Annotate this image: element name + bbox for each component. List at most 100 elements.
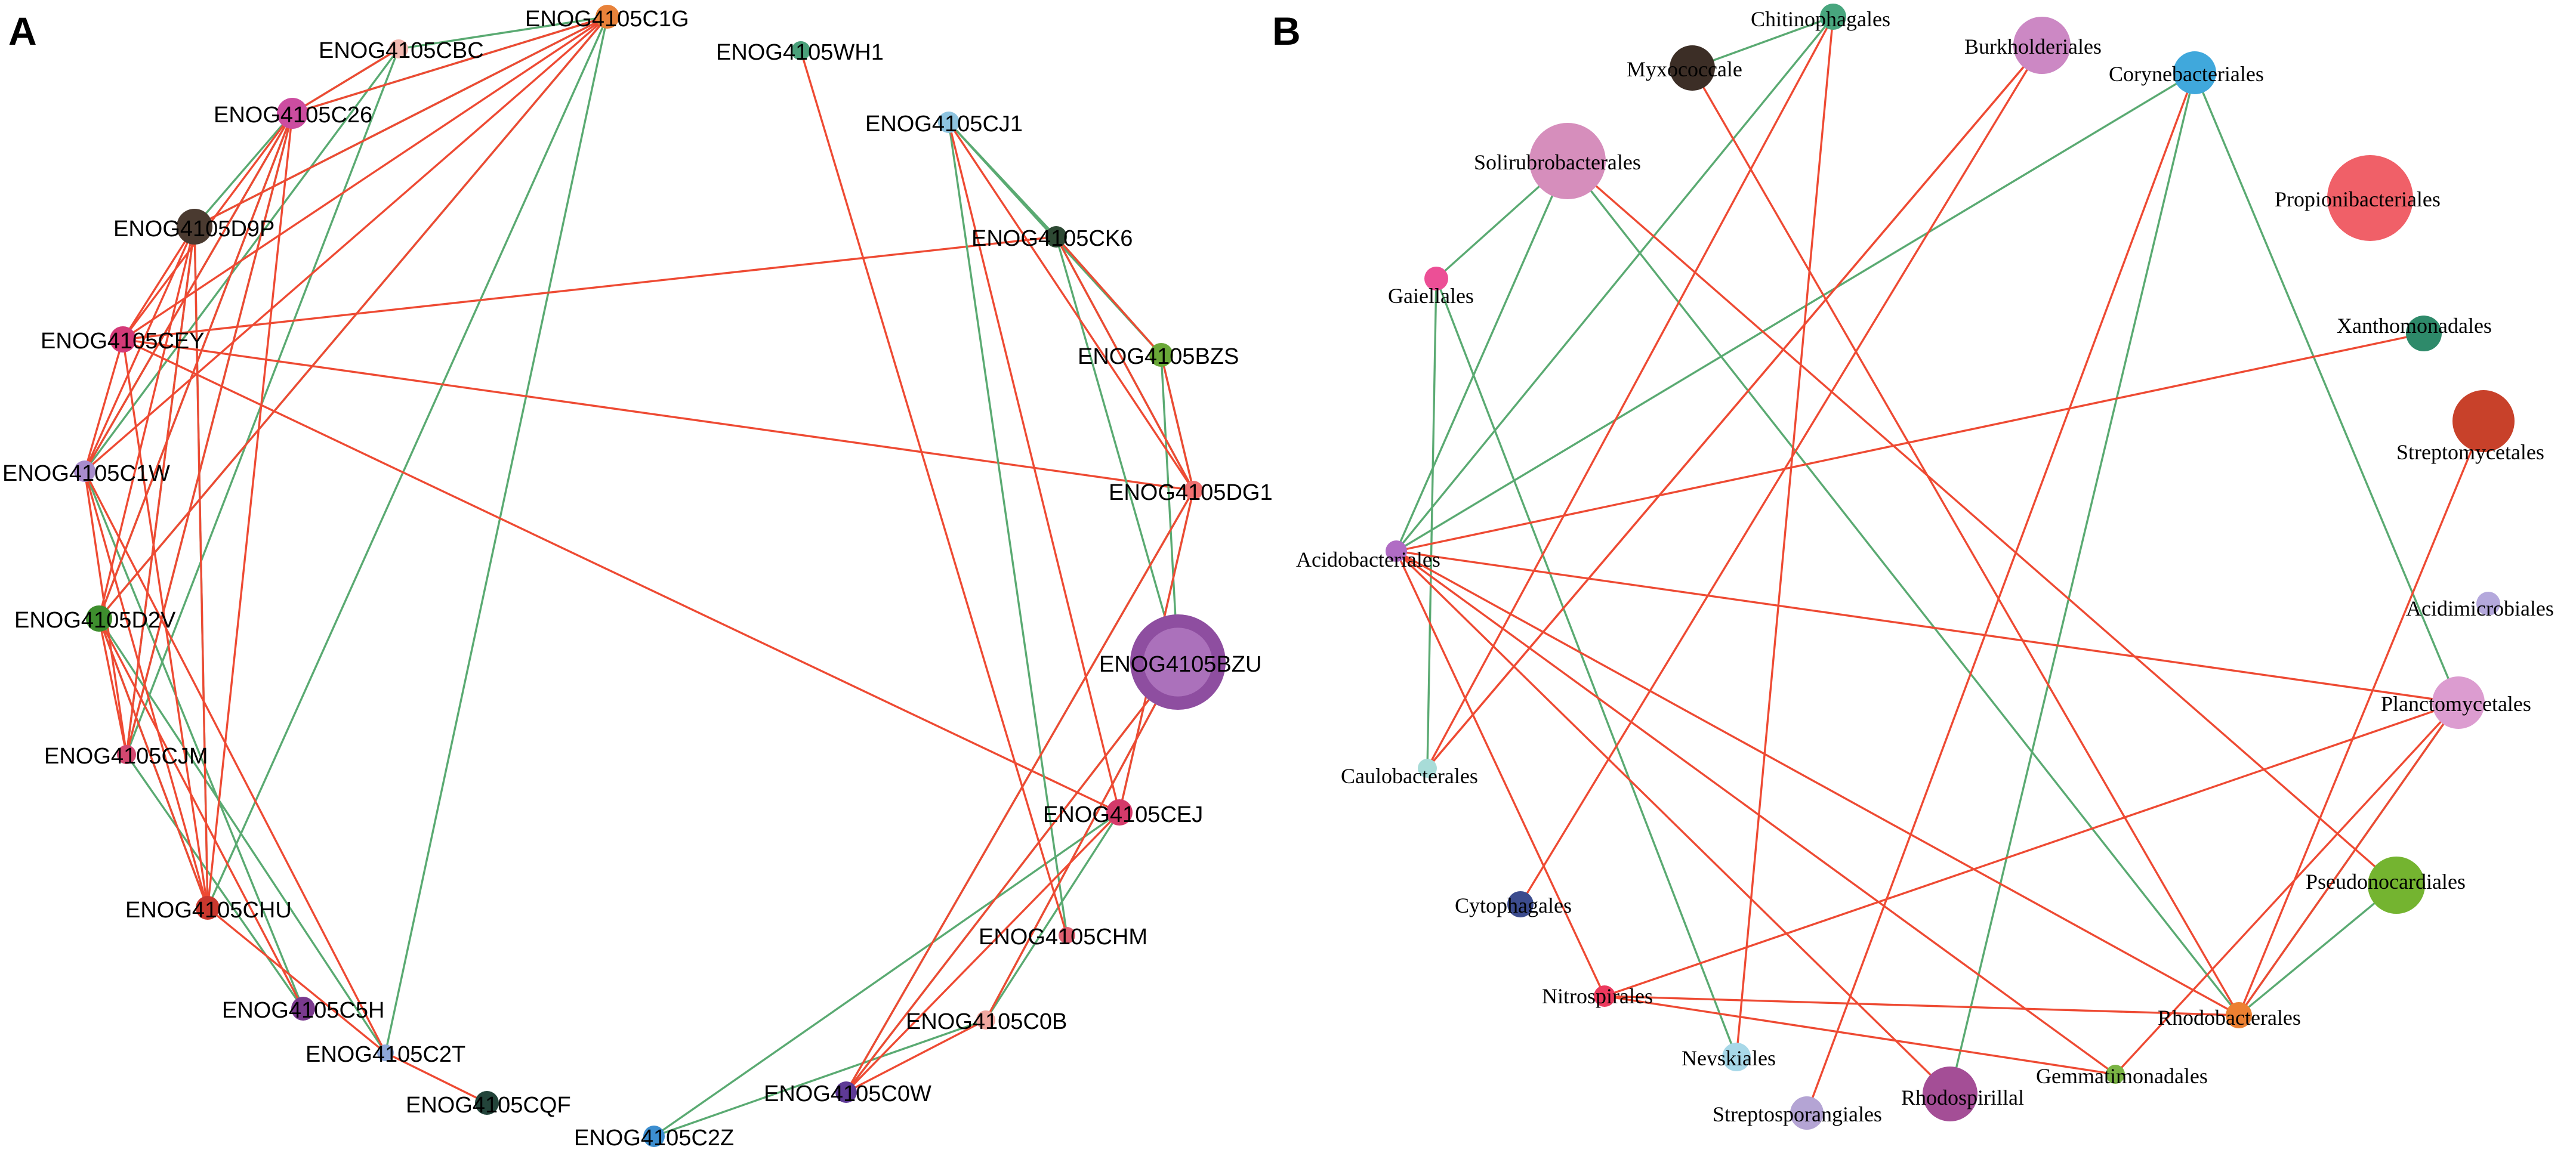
edge-acid-cory bbox=[1396, 72, 2195, 552]
node-label-gaie: Gaiellales bbox=[1388, 284, 1474, 308]
edge-plan-nitr bbox=[1604, 701, 2459, 997]
panel-a: A ENOG4105C1GENOG4105CBCENOG4105C26ENOG4… bbox=[2, 5, 1273, 1151]
node-c26 bbox=[277, 98, 308, 129]
edge-d2v-c26 bbox=[98, 113, 294, 619]
node-label-nitr: Nitrospirales bbox=[1542, 984, 1653, 1008]
edge-chu-d9p bbox=[193, 226, 209, 908]
edge-cey-d9p bbox=[122, 226, 196, 340]
node-label-prop: Propionibacteriales bbox=[2275, 187, 2441, 211]
edge-acid-chit bbox=[1395, 16, 1834, 552]
edge-acid-xant bbox=[1396, 332, 2424, 552]
node-label-cqf: ENOG4105CQF bbox=[406, 1093, 571, 1118]
node-label-bzs: ENOG4105BZS bbox=[1078, 344, 1239, 369]
edge-cej-c0w bbox=[845, 811, 1121, 1093]
edge-cbc-c26 bbox=[292, 48, 399, 115]
node-prop bbox=[2327, 155, 2413, 241]
node-label-cyto: Cytophagales bbox=[1455, 894, 1572, 917]
node-c1w bbox=[74, 460, 95, 482]
edge-chu-d2v bbox=[98, 618, 209, 908]
node-label-c26: ENOG4105C26 bbox=[214, 103, 372, 128]
edge-wh1-chm bbox=[800, 50, 1068, 936]
edge-c1w-c26 bbox=[84, 113, 294, 472]
edge-cj1-cej bbox=[948, 122, 1121, 813]
node-label-cory: Corynebacteriales bbox=[2109, 62, 2264, 86]
edge-bzu-c0b bbox=[985, 661, 1179, 1021]
panel-b-letter: B bbox=[1272, 9, 1301, 53]
edge-cory-plan bbox=[2194, 72, 2460, 703]
node-label-plan: Planctomycetales bbox=[2381, 692, 2531, 716]
node-label-c2z: ENOG4105C2Z bbox=[574, 1126, 734, 1151]
edge-cqf-c2t bbox=[385, 1052, 488, 1104]
node-myxo bbox=[1670, 45, 1715, 91]
node-label-rhsp: Rhodospirillal bbox=[1901, 1086, 2024, 1109]
edge-chit-caul bbox=[1426, 16, 1834, 769]
node-label-nevs: Nevskiales bbox=[1682, 1046, 1776, 1070]
node-label-bzu: ENOG4105BZU bbox=[1099, 652, 1261, 677]
edge-cory-rhsp bbox=[1949, 72, 2196, 1095]
node-rhob bbox=[2226, 1002, 2252, 1028]
node-c2z bbox=[643, 1126, 665, 1147]
edge-chit-nevs bbox=[1735, 16, 1834, 1058]
node-label-pseu: Pseudonocardiales bbox=[2306, 870, 2466, 894]
node-label-cey: ENOG4105CEY bbox=[41, 329, 205, 354]
node-label-burk: Burkholderiales bbox=[1964, 35, 2102, 58]
edge-chu-c26 bbox=[206, 113, 294, 908]
node-label-cej: ENOG4105CEJ bbox=[1043, 802, 1203, 827]
node-cbc bbox=[389, 39, 408, 58]
node-gaie bbox=[1424, 267, 1448, 290]
node-cqf bbox=[475, 1091, 499, 1115]
node-chit bbox=[1820, 4, 1846, 30]
panel-a-letter: A bbox=[8, 9, 37, 53]
edge-ck6-bzs bbox=[1055, 236, 1162, 356]
node-strm bbox=[2452, 390, 2515, 452]
node-d2v bbox=[86, 605, 112, 632]
edge-burk-cyto bbox=[1519, 45, 2043, 905]
edge-d2v-d9p bbox=[98, 226, 196, 619]
node-ck6 bbox=[1045, 226, 1067, 248]
edge-bzs-dg1 bbox=[1160, 354, 1195, 491]
node-cyto bbox=[1507, 891, 1534, 917]
edge-c1w-d9p bbox=[84, 226, 196, 472]
edge-acid-gemm bbox=[1395, 550, 2117, 1075]
panel-b-labels: ChitinophagalesMyxococcaleBurkholderiale… bbox=[1296, 7, 2554, 1126]
edge-c2t-c1g bbox=[384, 16, 609, 1053]
edge-cey-cej bbox=[122, 338, 1120, 814]
edge-cey-dg1 bbox=[122, 338, 1194, 492]
node-cjm bbox=[117, 745, 136, 764]
node-cej bbox=[1106, 799, 1133, 826]
node-wh1 bbox=[791, 41, 810, 60]
node-c1g bbox=[596, 5, 619, 29]
edge-cj1-dg1 bbox=[948, 122, 1195, 491]
node-c2t bbox=[377, 1044, 394, 1061]
edge-cjm-d2v bbox=[98, 618, 128, 755]
node-rhsp bbox=[1923, 1067, 1977, 1121]
node-label-chit: Chitinophagales bbox=[1751, 7, 1890, 31]
edge-gaie-nevs bbox=[1435, 278, 1738, 1058]
edge-d9p-c26 bbox=[193, 112, 294, 228]
node-bzs bbox=[1149, 343, 1173, 367]
node-gemm bbox=[2106, 1065, 2125, 1084]
node-label-acid: Acidobacteriales bbox=[1296, 548, 1440, 571]
node-label-gemm: Gemmatimonadales bbox=[2036, 1064, 2208, 1088]
node-label-xant: Xanthomonadales bbox=[2337, 314, 2492, 338]
node-d9p bbox=[177, 209, 212, 245]
node-chu bbox=[196, 896, 220, 920]
edge-bzu-c0w bbox=[845, 661, 1179, 1093]
node-label-cbc: ENOG4105CBC bbox=[319, 38, 484, 63]
node-caul bbox=[1418, 759, 1437, 778]
node-label-strp: Streptosporangiales bbox=[1713, 1102, 1882, 1126]
node-label-strm: Streptomycetales bbox=[2396, 440, 2544, 464]
edge-d2v-c1g bbox=[98, 16, 609, 620]
edge-gaie-caul bbox=[1426, 278, 1437, 769]
panel-a-nodes bbox=[74, 5, 1226, 1147]
edge-cjm-c26 bbox=[125, 113, 294, 755]
edge-ck6-bzu bbox=[1055, 236, 1179, 663]
node-label-cjm: ENOG4105CJM bbox=[44, 744, 208, 769]
edge-acid-soli bbox=[1395, 160, 1569, 552]
panel-a-labels: ENOG4105C1GENOG4105CBCENOG4105C26ENOG410… bbox=[2, 7, 1273, 1151]
edge-c2t-c1w bbox=[84, 471, 387, 1053]
edge-chu-cey bbox=[122, 339, 209, 908]
edge-strm-rhob bbox=[2238, 421, 2485, 1016]
